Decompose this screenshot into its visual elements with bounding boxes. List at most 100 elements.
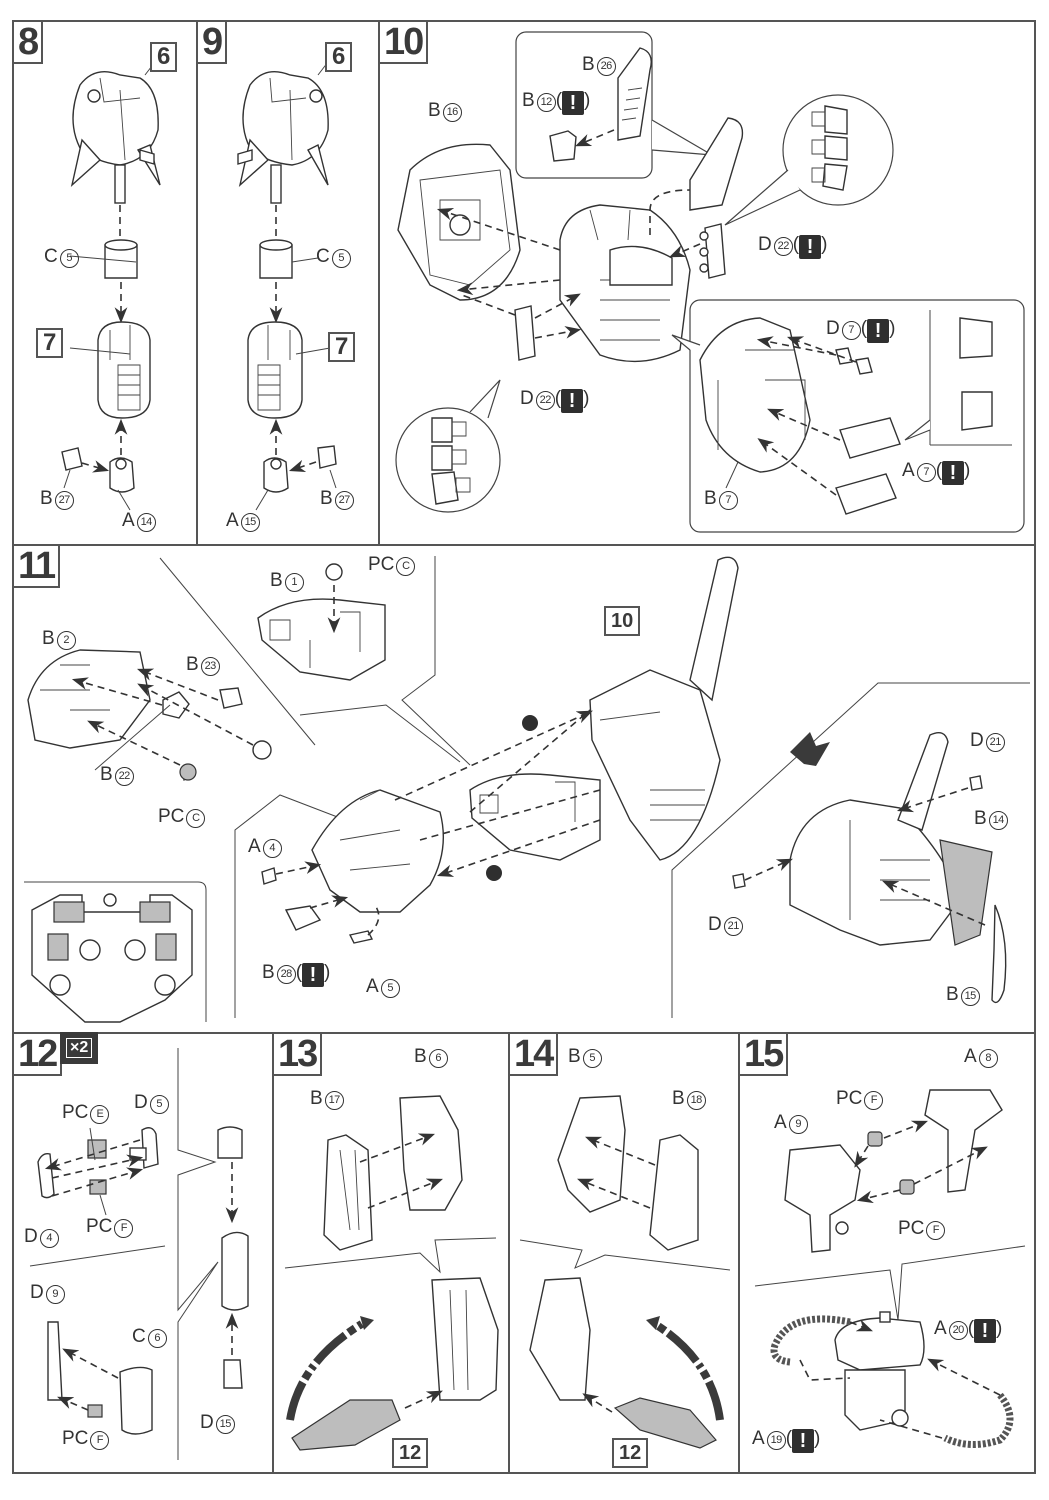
step-number: 9 <box>196 20 228 64</box>
runner-letter: A <box>964 1046 977 1067</box>
caution-icon: ! <box>302 963 325 987</box>
part-number: 14 <box>136 513 156 532</box>
runner-letter: D <box>708 914 722 935</box>
part-number: 21 <box>723 917 743 936</box>
runner-letter: C <box>316 246 330 267</box>
runner-letter: B <box>582 54 595 75</box>
quantity-badge: ×2 <box>60 1032 99 1064</box>
subassembly-ref: 12 <box>612 1438 649 1468</box>
runner-letter: C <box>132 1326 146 1347</box>
part-number: 7 <box>916 463 936 482</box>
step-number: 10 <box>378 20 429 64</box>
runner-letter: B <box>672 1088 685 1109</box>
caution-icon: ! <box>867 319 890 343</box>
part-number: 14 <box>988 811 1008 830</box>
part-number: 28 <box>276 965 296 984</box>
step-13-art <box>284 1095 499 1451</box>
part-number: 12 <box>536 93 556 112</box>
part-number: 7 <box>718 491 738 510</box>
step-15-art <box>754 1089 1026 1448</box>
part-number: 17 <box>324 1091 344 1110</box>
part-number: 5 <box>380 979 400 998</box>
part-number: C <box>396 557 416 576</box>
caution-icon: ! <box>942 461 965 485</box>
runner-letter: B <box>262 962 275 983</box>
runner-letter: A <box>752 1428 765 1449</box>
step-number: 14 <box>508 1032 559 1076</box>
part-number: 6 <box>428 1049 448 1068</box>
step-10-art <box>395 31 1025 533</box>
runner-letter: B <box>40 488 53 509</box>
runner-letter: B <box>270 570 283 591</box>
runner-letter: B <box>414 1046 427 1067</box>
subassembly-ref: 12 <box>392 1438 429 1468</box>
runner-letter: B <box>428 100 441 121</box>
runner-letter: B <box>100 764 113 785</box>
runner-letter: PC <box>898 1218 925 1239</box>
part-number: 19 <box>766 1431 786 1450</box>
part-number: 22 <box>773 237 793 256</box>
part-number: 5 <box>582 1049 602 1068</box>
runner-letter: D <box>30 1282 44 1303</box>
part-number: 7 <box>841 321 861 340</box>
caution-icon: ! <box>974 1319 997 1343</box>
part-number: F <box>864 1091 884 1110</box>
runner-letter: B <box>704 488 717 509</box>
order-marker-2 <box>522 715 538 731</box>
subassembly-ref: 7 <box>36 328 64 358</box>
part-number: 27 <box>334 491 354 510</box>
runner-letter: B <box>310 1088 323 1109</box>
runner-letter: A <box>366 976 379 997</box>
part-number: F <box>90 1431 110 1450</box>
order-marker-1 <box>486 865 502 881</box>
subassembly-ref: 7 <box>328 332 356 362</box>
runner-letter: D <box>134 1092 148 1113</box>
runner-letter: PC <box>86 1216 113 1237</box>
caution-icon: ! <box>562 91 585 115</box>
part-number: 6 <box>147 1329 167 1348</box>
runner-letter: B <box>320 488 333 509</box>
runner-letter: D <box>758 234 772 255</box>
runner-letter: B <box>42 628 55 649</box>
part-number: 22 <box>535 391 555 410</box>
runner-letter: PC <box>158 806 185 827</box>
part-number: 15 <box>960 987 980 1006</box>
runner-letter: PC <box>62 1102 89 1123</box>
runner-letter: A <box>774 1112 787 1133</box>
runner-letter: B <box>522 90 535 111</box>
runner-letter: A <box>934 1318 947 1339</box>
part-number: 5 <box>59 249 79 268</box>
runner-letter: D <box>826 318 840 339</box>
step-number: 11 <box>12 544 61 588</box>
step-8-art <box>61 61 161 511</box>
runner-letter: C <box>44 246 58 267</box>
runner-letter: A <box>248 836 261 857</box>
part-number: 16 <box>442 103 462 122</box>
step-number: 15 <box>738 1032 789 1076</box>
part-number: 26 <box>596 57 616 76</box>
